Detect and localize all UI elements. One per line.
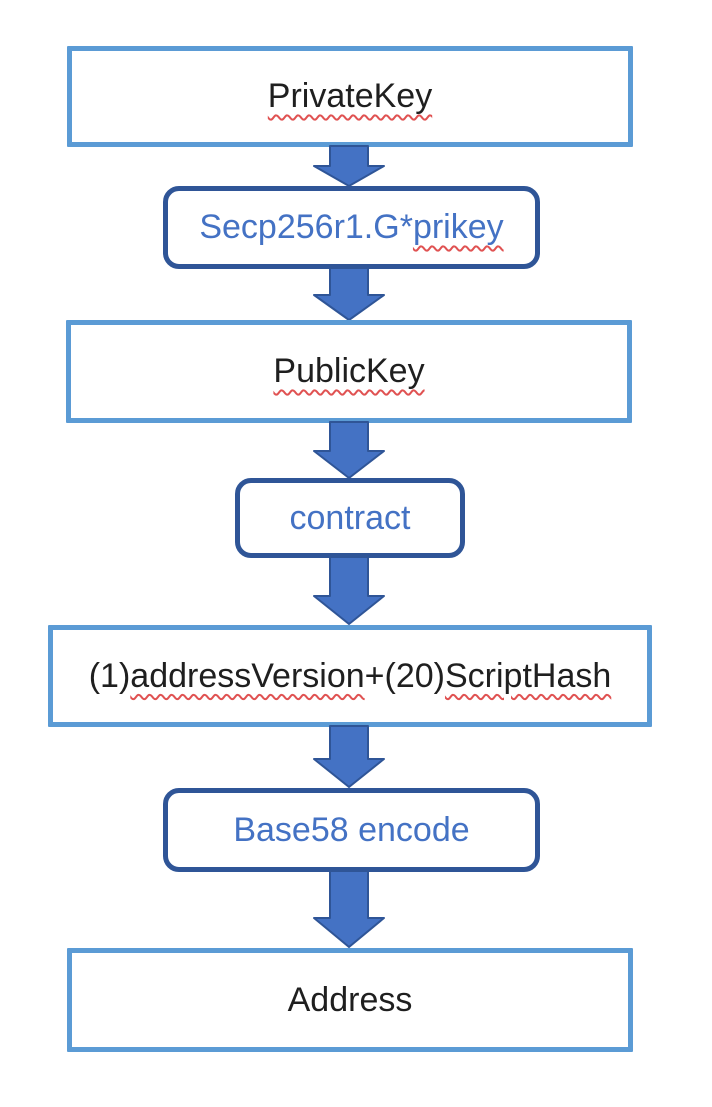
node-label: contract xyxy=(290,499,411,538)
node-label-segment: contract xyxy=(289,498,411,537)
node-label-segment: (1) xyxy=(88,656,131,695)
node-label: Secp256r1.G*prikey xyxy=(199,208,503,247)
node-label: Base58 encode xyxy=(233,811,469,850)
flow-arrow-6 xyxy=(313,870,385,948)
node-label-segment: PublicKey xyxy=(273,352,425,390)
flow-arrow-1 xyxy=(313,145,385,187)
node-address: Address xyxy=(67,948,633,1052)
node-privatekey: PrivateKey xyxy=(67,46,633,147)
flow-arrow-3 xyxy=(313,421,385,479)
flow-arrow-2 xyxy=(313,267,385,321)
node-label-segment: ScriptHash xyxy=(444,656,612,695)
node-scripthash: (1)addressVersion+(20)ScriptHash xyxy=(48,625,652,727)
flow-arrow-4 xyxy=(313,556,385,625)
node-label-segment: +(20) xyxy=(364,656,445,695)
node-label: PublicKey xyxy=(273,352,424,391)
flow-arrow-5 xyxy=(313,725,385,788)
node-base58-encode: Base58 encode xyxy=(163,788,540,872)
node-label: Address xyxy=(288,981,413,1020)
node-label-segment: PrivateKey xyxy=(267,77,433,115)
node-label-segment: Address xyxy=(287,980,413,1019)
node-label: (1)addressVersion+(20)ScriptHash xyxy=(89,657,612,696)
node-label-segment: prikey xyxy=(412,208,504,246)
node-label: PrivateKey xyxy=(268,77,432,116)
node-label-segment: Base58 encode xyxy=(233,810,470,849)
node-publickey: PublicKey xyxy=(66,320,632,423)
node-contract: contract xyxy=(235,478,465,558)
node-secp256r1-multiply: Secp256r1.G*prikey xyxy=(163,186,540,269)
node-label-segment: Secp256r1.G* xyxy=(199,208,413,246)
node-label-segment: addressVersion xyxy=(130,656,365,695)
